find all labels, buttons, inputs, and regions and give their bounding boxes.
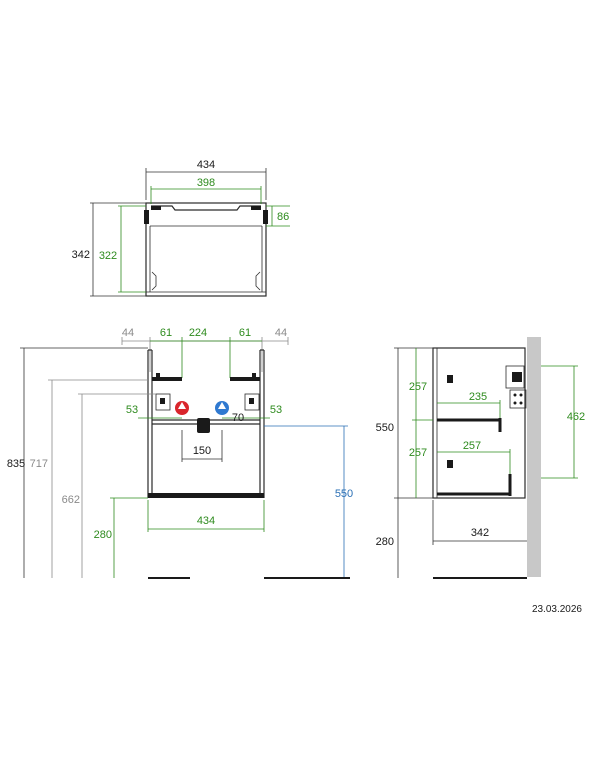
front-bracket-left-tab [156,373,160,377]
outlet-right-socket [249,398,254,404]
drawing-date: 23.03.2026 [532,604,582,615]
dim-side-depth-upper: 235 [469,391,487,403]
outlet-plate-left [155,393,171,411]
drawer-handle-upper [447,375,453,383]
dim-seg-4: 61 [239,327,251,339]
dim-side-height: 550 [376,422,394,434]
dim-top-width-outer: 434 [197,159,215,171]
wall [527,337,541,577]
dim-seg-3: 224 [189,327,207,339]
bracket-hole-3 [513,401,517,405]
wall-bracket-upper [505,365,525,389]
top-view-runner-left [151,271,157,291]
wall-bracket-upper-fill [512,372,522,382]
dim-bottom-width: 434 [197,515,215,527]
front-view: 44 61 224 61 44 [7,327,353,579]
dim-siphon-offset: 70 [232,412,244,424]
top-view: 434 398 342 322 86 [72,159,290,297]
dim-height-280: 280 [94,529,112,541]
dim-bracket-height: 462 [567,411,585,423]
dim-side-depth-lower: 257 [463,440,481,452]
dim-center-width: 150 [193,445,211,457]
dim-height-662: 662 [62,494,80,506]
top-view-rail-clip-left [151,206,161,210]
dim-top-depth-inner: 322 [99,250,117,262]
front-bracket-right [230,377,260,381]
siphon-icon [197,418,210,433]
front-bracket-left [152,377,182,381]
dim-seg-5: 44 [275,327,287,339]
dim-top-width-inner: 398 [197,177,215,189]
dim-drawer-bottom: 257 [409,447,427,459]
bracket-hole-4 [519,401,523,405]
dim-side-offset-right: 53 [270,404,282,416]
front-plinth [148,493,264,498]
hot-valve-mark [178,402,186,409]
side-cabinet-outline [432,347,526,499]
top-view-hinge-left [144,210,149,224]
top-view-rail-clip-right [251,206,261,210]
front-bracket-right-tab [252,373,256,377]
dim-drawer-top: 257 [409,381,427,393]
bracket-hole-1 [513,393,517,397]
dim-seg-1: 44 [122,327,134,339]
wall-bracket-lower [509,389,527,409]
dim-top-depth-outer: 342 [72,249,90,261]
bracket-hole-2 [519,393,523,397]
side-view: 235 257 550 280 257 257 462 342 [376,337,585,579]
dim-side-depth-total: 342 [471,527,489,539]
dim-side-floor-height: 280 [376,536,394,548]
outlet-left-socket [160,398,165,404]
dim-top-offset: 86 [277,211,289,223]
drawer-handle-lower [447,460,453,468]
dim-side-offset-left: 53 [126,404,138,416]
top-view-rail [151,205,261,211]
dim-height-717: 717 [30,458,48,470]
dim-total-height: 835 [7,458,25,470]
top-view-outline [145,202,267,297]
dim-seg-2: 61 [160,327,172,339]
dim-height-550: 550 [335,488,353,500]
outlet-plate-right [244,393,260,411]
top-view-runner-right [255,271,261,291]
cold-valve-mark [218,402,226,409]
top-view-hinge-right [263,210,268,224]
